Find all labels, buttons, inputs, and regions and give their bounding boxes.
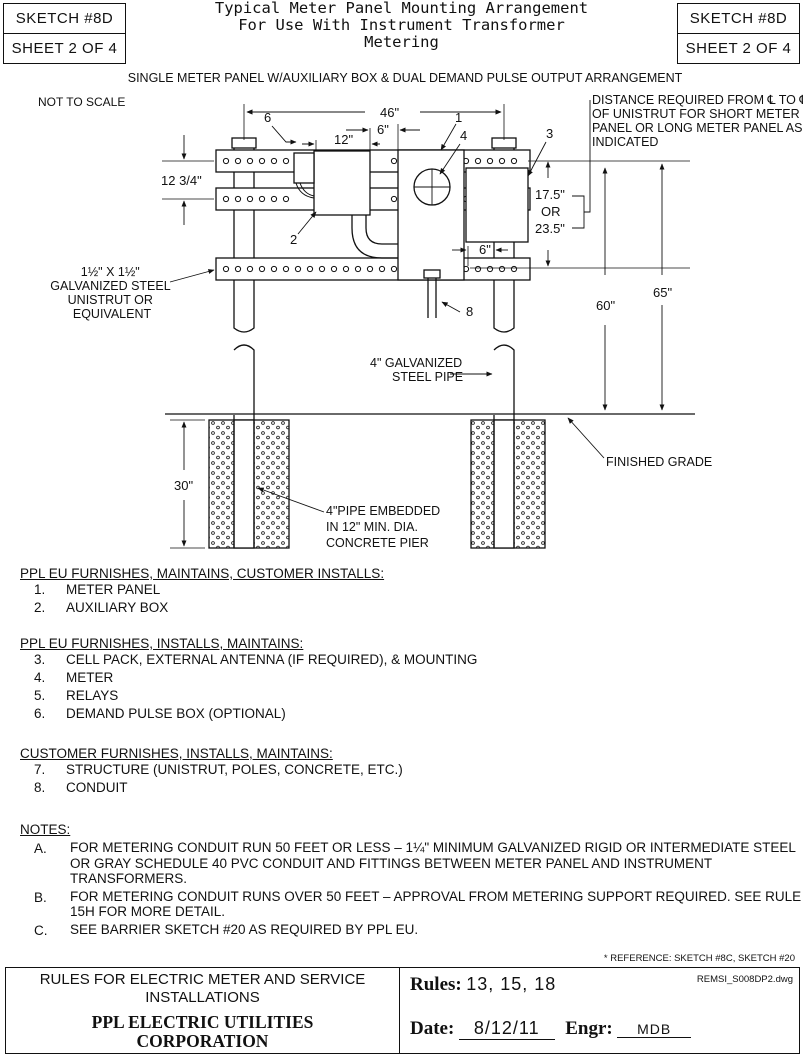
notes-heading: NOTES:	[20, 822, 71, 837]
reference-note: * REFERENCE: SKETCH #8C, SKETCH #20	[603, 953, 795, 964]
dim-46: 46"	[380, 105, 399, 120]
title-block-right: Rules: 13, 15, 18 REMSI_S008DP2.dwg Date…	[400, 968, 799, 1053]
engr-value: MDB	[617, 1021, 692, 1038]
title-block: RULES FOR ELECTRIC METER AND SERVICE INS…	[5, 967, 800, 1054]
section-heading: CUSTOMER FURNISHES, INSTALLS, MAINTAINS:	[20, 746, 333, 761]
distance-note: DISTANCE REQUIRED FROM ℄ TO ℄ OF UNISTRU…	[592, 93, 803, 149]
dim-6-bottom: 6"	[479, 242, 491, 257]
list-item: 2.AUXILIARY BOX	[34, 600, 169, 615]
pipe-note: 4" GALVANIZED STEEL PIPE	[370, 356, 466, 384]
company-name: PPL ELECTRIC UTILITIES CORPORATION	[91, 1012, 314, 1051]
dim-23-5: 23.5"	[535, 221, 565, 236]
note-item: B.FOR METERING CONDUIT RUNS OVER 50 FEET…	[34, 888, 802, 920]
demand-pulse-box	[293, 152, 315, 184]
rules-title: RULES FOR ELECTRIC METER AND SERVICE INS…	[39, 971, 366, 1006]
note-item: A.FOR METERING CONDUIT RUN 50 FEET OR LE…	[34, 840, 796, 886]
section-furnishes-maintains: PPL EU FURNISHES, MAINTAINS, CUSTOMER IN…	[20, 566, 384, 617]
callout-8: 8	[466, 304, 473, 319]
rules-label: Rules:	[410, 974, 462, 995]
dim-60: 60"	[596, 298, 615, 313]
callout-1: 1	[455, 110, 462, 125]
engr-label: Engr:	[565, 1018, 613, 1039]
callout-4: 4	[460, 128, 467, 143]
sketch-box-left: SKETCH #8D SHEET 2 OF 4	[3, 3, 126, 64]
note-item: C.SEE BARRIER SKETCH #20 AS REQUIRED BY …	[34, 921, 419, 938]
finished-grade-label: FINISHED GRADE	[606, 455, 712, 469]
sketch-box-right: SKETCH #8D SHEET 2 OF 4	[677, 3, 800, 64]
list-item: 4.METER	[34, 670, 114, 685]
sketch-number: SKETCH #8D	[689, 10, 788, 27]
list-item: 7.STRUCTURE (UNISTRUT, POLES, CONCRETE, …	[34, 762, 403, 777]
dim-65: 65"	[653, 285, 672, 300]
dim-6-top: 6"	[377, 122, 389, 137]
dim-12: 12"	[334, 132, 353, 147]
unistrut-note: 1½" X 1½" GALVANIZED STEEL UNISTRUT OR E…	[50, 265, 173, 321]
sheet-number: SHEET 2 OF 4	[4, 33, 125, 63]
list-item: 1.METER PANEL	[34, 582, 161, 597]
dim-or: OR	[541, 204, 561, 219]
dim-12-34: 12 3/4"	[161, 173, 202, 188]
list-item: 5.RELAYS	[34, 688, 119, 703]
callout-6: 6	[264, 110, 271, 125]
drawing-subtitle: SINGLE METER PANEL W/AUXILIARY BOX & DUA…	[128, 71, 683, 85]
sheet-number: SHEET 2 OF 4	[678, 33, 799, 63]
callout-3: 3	[546, 126, 553, 141]
rules-value: 13, 15, 18	[466, 974, 557, 994]
list-item: 6.DEMAND PULSE BOX (OPTIONAL)	[34, 706, 286, 721]
date-label: Date:	[410, 1018, 455, 1039]
pier-note: 4"PIPE EMBEDDED IN 12" MIN. DIA. CONCRET…	[326, 504, 444, 550]
meter-panel-drawing: SINGLE METER PANEL W/AUXILIARY BOX & DUA…	[38, 71, 803, 550]
right-concrete-pier	[470, 415, 546, 549]
section-heading: PPL EU FURNISHES, MAINTAINS, CUSTOMER IN…	[20, 566, 385, 581]
callout-2: 2	[290, 232, 297, 247]
section-furnishes-installs: PPL EU FURNISHES, INSTALLS, MAINTAINS: 3…	[20, 636, 477, 723]
section-customer: CUSTOMER FURNISHES, INSTALLS, MAINTAINS:…	[20, 746, 403, 797]
drawing-file: REMSI_S008DP2.dwg	[696, 974, 793, 985]
dim-17-5: 17.5"	[535, 187, 565, 202]
date-value: 8/12/11	[458, 1018, 555, 1040]
title-block-left: RULES FOR ELECTRIC METER AND SERVICE INS…	[6, 968, 400, 1053]
section-heading: PPL EU FURNISHES, INSTALLS, MAINTAINS:	[20, 636, 304, 651]
sketch-number: SKETCH #8D	[15, 10, 114, 27]
list-item: 8.CONDUIT	[34, 780, 128, 795]
notes-section: NOTES: A.FOR METERING CONDUIT RUN 50 FEE…	[20, 822, 803, 940]
not-to-scale-label: NOT TO SCALE	[38, 95, 125, 109]
list-item: 3.CELL PACK, EXTERNAL ANTENNA (IF REQUIR…	[34, 652, 478, 667]
left-concrete-pier	[208, 415, 290, 549]
conduit-elbow	[351, 215, 398, 259]
dim-30: 30"	[174, 478, 193, 493]
page-title: Typical Meter Panel Mounting Arrangement…	[214, 0, 589, 51]
cell-pack	[465, 167, 529, 243]
left-pole	[231, 137, 257, 415]
auxiliary-box	[313, 150, 371, 216]
